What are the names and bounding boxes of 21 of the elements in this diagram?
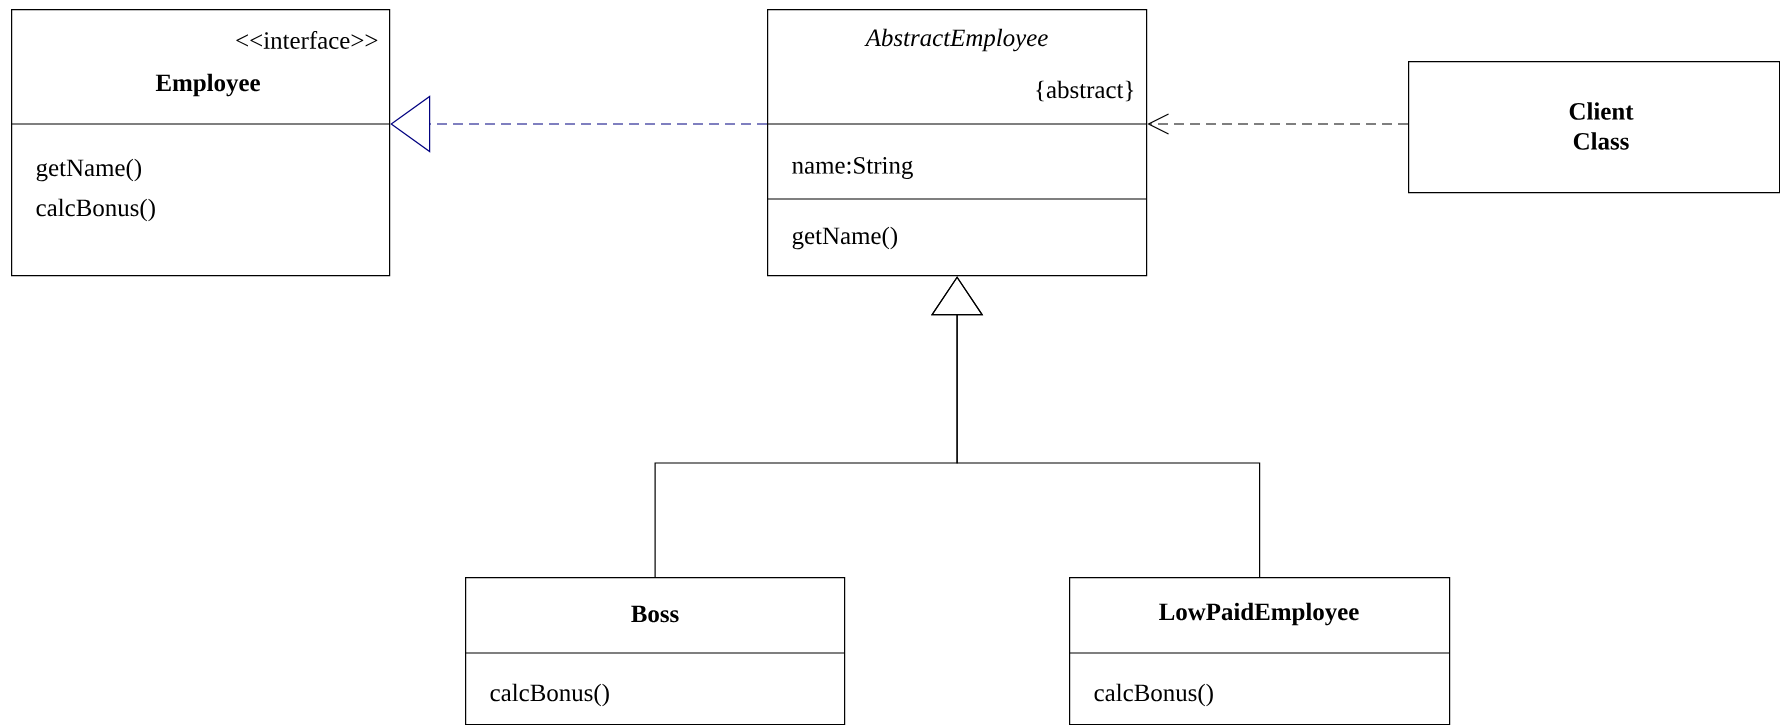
class-name: AbstractEmployee — [864, 28, 1048, 52]
class-box — [766, 9, 1148, 277]
attribute-label: name:String — [792, 157, 913, 179]
class-name: LowPaidEmployee — [1159, 602, 1359, 626]
constraint-label: {abstract} — [1036, 80, 1134, 102]
class-name: Boss — [631, 605, 679, 623]
method-label: getName() — [792, 226, 897, 250]
inheritance-arrow — [930, 276, 1261, 578]
realization-arrow — [390, 95, 768, 153]
method-label: getName() — [36, 158, 142, 182]
method-label: calcBonus() — [36, 198, 155, 222]
method-label: calcBonus() — [490, 683, 609, 707]
class-box — [464, 577, 846, 725]
dependency-arrow — [1147, 113, 1409, 135]
class-box — [1408, 61, 1780, 194]
class-name: Client Class — [1569, 102, 1634, 150]
stereotype-label: <<interface>> — [236, 31, 378, 49]
class-name: Employee — [155, 73, 260, 97]
method-label: calcBonus() — [1094, 683, 1213, 707]
class-box — [1068, 577, 1451, 725]
class-box — [10, 9, 391, 277]
